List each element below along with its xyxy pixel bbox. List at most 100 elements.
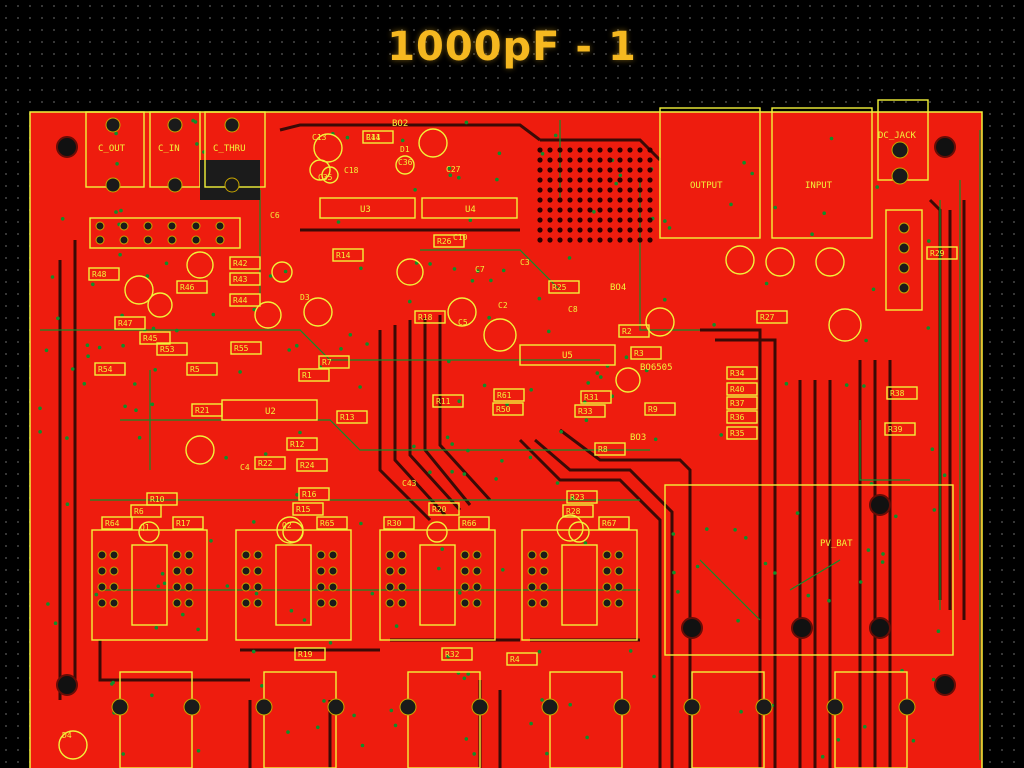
designator-label: C10 [453, 233, 468, 242]
array-via [607, 147, 613, 153]
capacitor-outline [765, 247, 795, 277]
via [663, 297, 667, 302]
switch-pad [184, 566, 194, 576]
designator-label: C6 [270, 211, 280, 220]
dc-jack: DC_JACK [877, 99, 929, 185]
switch-pad [385, 550, 395, 560]
array-via [587, 177, 593, 183]
via [547, 329, 551, 334]
via [540, 698, 544, 702]
bottom-connector-3 [399, 671, 489, 768]
label-c-thru: C_THRU [213, 144, 246, 154]
array-via [617, 237, 623, 243]
label-bo6505: BO6505 [640, 363, 673, 373]
designator-label: R26 [437, 237, 452, 246]
via [65, 502, 70, 507]
designator-label: R41 [366, 133, 381, 142]
via [328, 641, 333, 645]
via [464, 120, 469, 125]
capacitor-outline [395, 155, 415, 175]
designator-label: R18 [418, 313, 433, 322]
via [316, 725, 320, 730]
designator-label: C2 [498, 301, 508, 310]
array-via [567, 167, 573, 173]
designator-label: C13 [312, 133, 327, 142]
switch-pad [109, 550, 119, 560]
via [930, 447, 935, 452]
capacitor-outline [615, 367, 641, 393]
via [196, 627, 200, 632]
slide-title: 1000pF - 1 [387, 24, 637, 70]
array-via [637, 147, 643, 153]
via [225, 584, 230, 588]
designator-label: Q2 [282, 521, 292, 530]
switch-pad [397, 582, 407, 592]
via [911, 738, 916, 743]
via [671, 532, 676, 536]
array-via [557, 147, 563, 153]
via [497, 151, 502, 156]
switch-pad [460, 566, 470, 576]
via [458, 591, 462, 595]
via [38, 406, 42, 411]
via [412, 444, 416, 449]
bottom-connector-2 [255, 671, 345, 768]
resistor-outline [506, 652, 538, 666]
pv-bat-block: PV_BAT [664, 484, 954, 656]
resistor-outline [298, 487, 330, 501]
via [110, 682, 114, 686]
resistor-outline [566, 490, 598, 504]
switch-pad [460, 582, 470, 592]
designator-label: R38 [890, 389, 905, 398]
array-via [537, 207, 543, 213]
array-via [607, 167, 613, 173]
array-via [557, 237, 563, 243]
designator-label: C5 [458, 318, 468, 327]
via [195, 142, 199, 146]
via [773, 205, 777, 210]
designator-label: C36 [398, 158, 413, 167]
array-via [597, 207, 603, 213]
resistor-outline [332, 248, 364, 262]
via [750, 171, 754, 176]
resistor-outline [884, 422, 916, 436]
array-via [537, 197, 543, 203]
via [529, 721, 533, 726]
array-via [587, 227, 593, 233]
header-pin [167, 235, 177, 245]
designator-label: R22 [258, 459, 273, 468]
ic-u5: U5 [519, 344, 616, 366]
via [482, 383, 487, 388]
via [858, 580, 863, 584]
header-pin [119, 221, 129, 231]
switch-pad [539, 582, 549, 592]
via [211, 312, 216, 317]
switch-pad [472, 550, 482, 560]
component-designators: C14C35C18C36C27C13R26R14R42R43R44R46R45R… [62, 130, 958, 740]
via [862, 384, 866, 388]
designator-label: R35 [730, 429, 745, 438]
capacitor-outline [303, 297, 333, 327]
array-via [647, 147, 653, 153]
array-via [547, 187, 553, 193]
via [927, 239, 931, 243]
switch-pad [241, 598, 251, 608]
switch-pad [460, 598, 470, 608]
designator-label: R13 [340, 413, 355, 422]
switch-pad [316, 582, 326, 592]
via [494, 477, 498, 481]
via [806, 593, 811, 598]
via [559, 430, 563, 434]
via [302, 618, 307, 622]
designator-label: R3 [634, 349, 644, 358]
resistor-outline [94, 362, 126, 376]
via [624, 355, 629, 360]
capacitor-outline [815, 247, 845, 277]
designator-label: R25 [552, 283, 567, 292]
designator-label: R17 [176, 519, 191, 528]
resistor-outline [294, 647, 326, 661]
via [827, 598, 831, 603]
via [450, 469, 454, 474]
header-pin [191, 235, 201, 245]
resistor-outline [139, 331, 171, 345]
